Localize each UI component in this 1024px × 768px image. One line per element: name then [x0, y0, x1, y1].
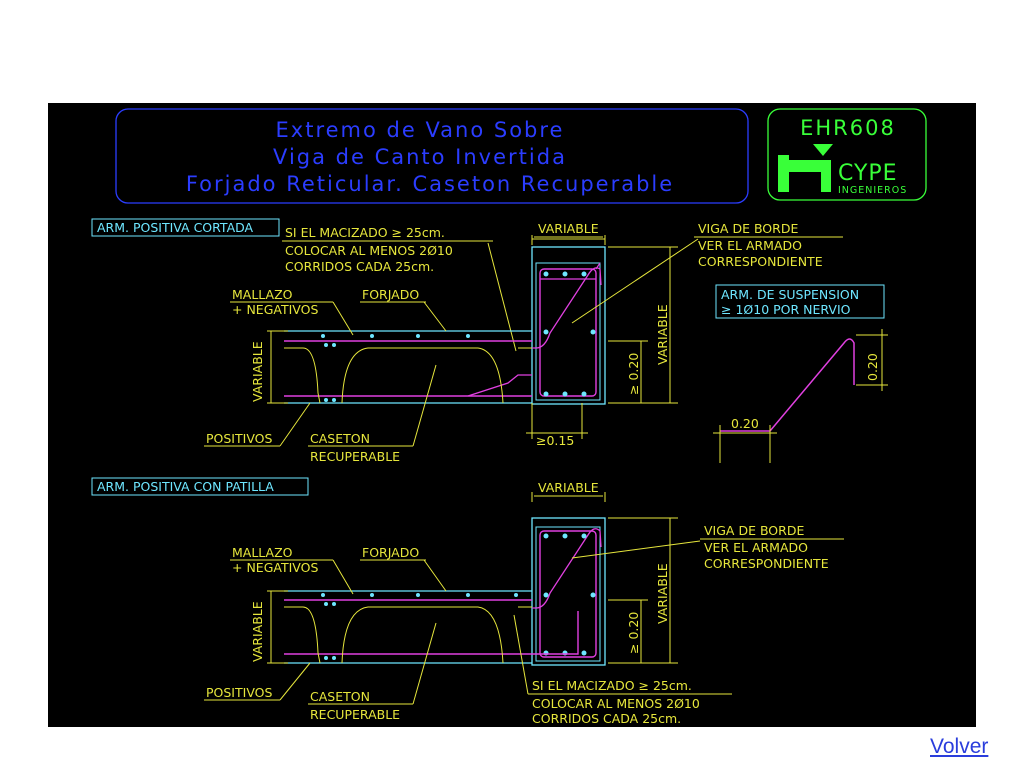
title-block: Extremo de Vano Sobre Viga de Canto Inve… [115, 108, 749, 204]
macizado-note-line-1: SI EL MACIZADO ≥ 25cm. [285, 225, 445, 240]
positivos-label-2: POSITIVOS [206, 685, 272, 700]
edge-beam-inner-2 [535, 526, 601, 662]
variable-right-label: VARIABLE [655, 304, 670, 365]
logo-brand: CYPE [838, 161, 898, 186]
edge-beam-outline [531, 246, 606, 405]
caseton-label-2-line-1: CASETON [310, 689, 370, 704]
mallazo-2-line-2: + NEGATIVOS [232, 560, 318, 575]
suspension-bar-shape [720, 338, 855, 432]
macizado-note-line-3: CORRIDOS CADA 25cm. [285, 259, 434, 274]
caseton-left [284, 347, 321, 404]
suspension-note-line-2: ≥ 1Ø10 POR NERVIO [721, 302, 851, 317]
variable-left-label-2: VARIABLE [250, 601, 265, 662]
variable-right-label-2: VARIABLE [655, 563, 670, 624]
heading-frame [91, 218, 280, 237]
caseton-shape-2 [341, 606, 504, 664]
macizado-note-2-line-1: SI EL MACIZADO ≥ 25cm. [532, 678, 692, 693]
suspension-bar-2 [532, 528, 602, 609]
title-frame [115, 108, 749, 204]
dim-020-label-2: ≥ 0.20 [626, 612, 641, 654]
dim-h-label: 0.20 [731, 416, 759, 431]
viga-note-2-line-1: VIGA DE BORDE [704, 523, 804, 538]
positivos-label: POSITIVOS [206, 431, 272, 446]
detail-suspension: ARM. DE SUSPENSION ≥ 1Ø10 POR NERVIO 0.2… [713, 284, 888, 463]
title-line-1: Extremo de Vano Sobre [276, 118, 565, 142]
viga-note-line-1: VIGA DE BORDE [698, 221, 798, 236]
logo-sub: INGENIEROS [838, 185, 907, 196]
title-line-3: Forjado Reticular. Caseton Recuperable [186, 172, 674, 196]
edge-beam-outline-2 [531, 517, 606, 666]
variable-top-label-2: VARIABLE [538, 480, 599, 495]
variable-left-label: VARIABLE [250, 341, 265, 402]
viga-note-2-line-2: VER EL ARMADO [704, 540, 808, 555]
cad-drawing: Extremo de Vano Sobre Viga de Canto Inve… [91, 108, 927, 726]
logo-code: EHR608 [800, 116, 896, 140]
dim-v-label: 0.20 [865, 353, 880, 381]
macizado-note-line-2: COLOCAR AL MENOS 2Ø10 [285, 243, 453, 258]
caseton-label-line-1: CASETON [310, 431, 370, 446]
suspension-note-frame [715, 284, 885, 319]
beam-bars [543, 271, 596, 397]
positive-rebar-hooked [284, 611, 579, 655]
macizado-note-2-line-3: CORRIDOS CADA 25cm. [532, 711, 681, 726]
beam-bars-2 [543, 533, 596, 656]
stirrup-2 [539, 530, 597, 658]
stirrup [539, 268, 597, 397]
heading-positiva-con-patilla: ARM. POSITIVA CON PATILLA [97, 479, 274, 494]
macizado-note-2-line-2: COLOCAR AL MENOS 2Ø10 [532, 696, 700, 711]
heading-positiva-cortada: ARM. POSITIVA CORTADA [97, 220, 254, 235]
caseton-left-2 [284, 606, 321, 664]
suspension-bar [532, 267, 602, 349]
caseton-label-2-line-2: RECUPERABLE [310, 707, 400, 722]
viga-note-2-line-3: CORRESPONDIENTE [704, 556, 829, 571]
leader-line [487, 242, 517, 352]
edge-beam-inner [535, 262, 601, 401]
heading-frame-2 [91, 477, 309, 496]
cype-logo: EHR608 CYPE INGENIEROS [767, 108, 927, 201]
viga-note-line-3: CORRESPONDIENTE [698, 254, 823, 269]
mallazo-label-line-1: MALLAZO [232, 287, 293, 302]
variable-top-label: VARIABLE [538, 221, 599, 236]
suspension-note-line-1: ARM. DE SUSPENSION [721, 287, 859, 302]
mallazo-2-line-1: MALLAZO [232, 545, 293, 560]
cype-emblem-icon [778, 144, 833, 192]
forjado-label-2: FORJADO [362, 545, 419, 560]
slab-bars [321, 334, 470, 402]
mallazo-label-line-2: + NEGATIVOS [232, 302, 318, 317]
title-line-2: Viga de Canto Invertida [273, 145, 567, 169]
back-link[interactable]: Volver [930, 735, 989, 758]
detail-positiva-con-patilla: ARM. POSITIVA CON PATILLA VARIABLE V [91, 477, 844, 726]
caseton-shape [341, 347, 504, 404]
slab-bars-2 [321, 593, 518, 660]
detail-positiva-cortada: ARM. POSITIVA CORTADA SI EL MACIZADO ≥ 2… [91, 218, 843, 464]
cad-drawing-panel: Extremo de Vano Sobre Viga de Canto Inve… [48, 103, 976, 727]
viga-note-line-2: VER EL ARMADO [698, 238, 802, 253]
caseton-label-line-2: RECUPERABLE [310, 449, 400, 464]
dim-015-label: ≥0.15 [536, 433, 574, 448]
forjado-label: FORJADO [362, 287, 419, 302]
logo-frame [767, 108, 927, 201]
dim-020-label: ≥ 0.20 [626, 353, 641, 395]
